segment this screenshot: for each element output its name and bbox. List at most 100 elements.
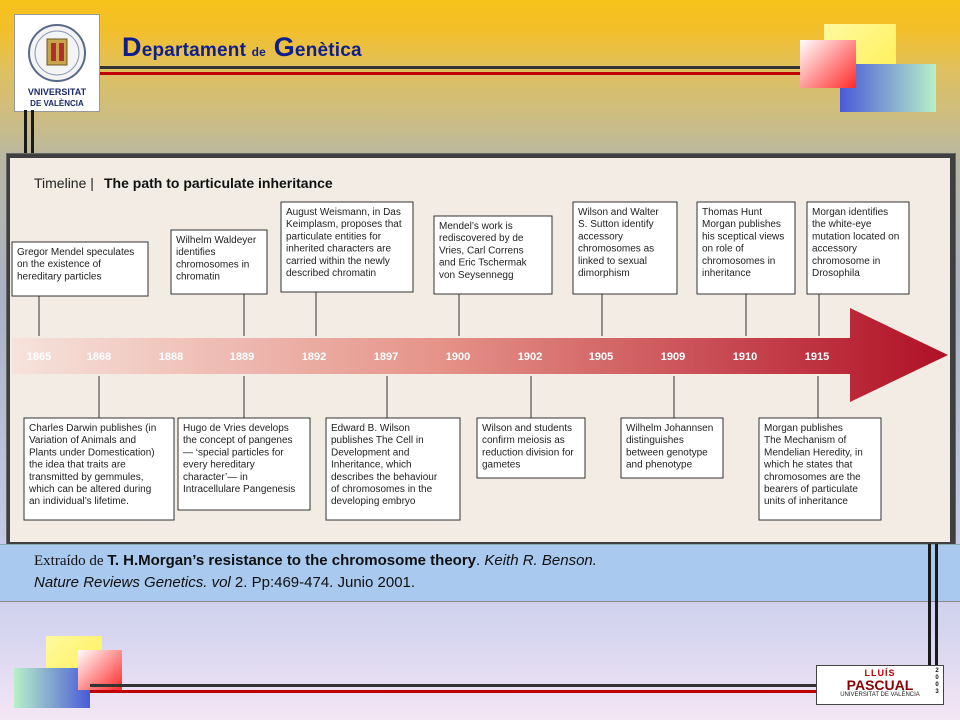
year-label: 1915 — [805, 351, 829, 363]
bottom-event-text: reduction division for — [482, 447, 574, 458]
top-event-text: particulate entities for — [286, 231, 382, 242]
timeline-diagram: Timeline | The path to particulate inher… — [11, 175, 948, 521]
year-label: 1888 — [159, 351, 183, 363]
top-event-text: rediscovered by de — [439, 233, 524, 244]
top-event-text: mutation located on — [812, 231, 899, 242]
top-event-text: Drosophila — [812, 268, 860, 279]
footer-rule-red — [90, 690, 818, 693]
bottom-event-text: which he states that — [763, 460, 853, 471]
top-event-text: Mendel’s work is — [439, 221, 513, 232]
top-event-box — [433, 215, 553, 295]
bottom-event-text: bearers of particulate — [764, 484, 858, 495]
decor-square-blue — [14, 668, 90, 708]
decor-vline — [31, 110, 34, 158]
university-logo: VNIVERSITAT DE VALÈNCIA — [14, 14, 100, 112]
bottom-event-text: the idea that traits are — [29, 460, 126, 471]
top-event-box — [572, 201, 678, 295]
bottom-event-text: Inheritance, which — [331, 460, 412, 471]
top-event-text: linked to sexual — [578, 256, 647, 267]
bottom-event-text: transmitted by gemmules, — [29, 472, 144, 483]
bottom-event-text: Edward B. Wilson — [331, 423, 410, 434]
decor-square-blue — [840, 64, 936, 112]
year-label: 1900 — [446, 351, 470, 363]
top-event-text: Morgan publishes — [702, 219, 781, 230]
bottom-event-text: gametes — [482, 460, 520, 471]
top-event-text: inheritance — [702, 268, 751, 279]
year-label: 1892 — [302, 351, 326, 363]
top-event-box — [696, 201, 796, 295]
decor-vline — [935, 544, 938, 666]
bottom-event-text: confirm meiosis as — [482, 435, 565, 446]
bottom-event-text: publishes The Cell in — [331, 435, 424, 446]
logo-line2: DE VALÈNCIA — [30, 99, 84, 108]
year-label: 1909 — [661, 351, 685, 363]
bottom-event-text: The Mechanism of — [764, 435, 846, 446]
top-event-text: on the existence of — [17, 259, 101, 270]
bottom-event-text: Plants under Domestication) — [29, 447, 155, 458]
bottom-event-box — [325, 417, 461, 521]
bottom-event-text: which can be altered during — [28, 484, 151, 495]
top-event-text: Gregor Mendel speculates — [17, 247, 134, 258]
top-event-text: Vries, Carl Correns — [439, 245, 524, 256]
university-seal-icon: VNIVERSITAT DE VALÈNCIA — [28, 24, 87, 108]
caption-band — [0, 544, 960, 602]
top-event-text: S. Sutton identify — [578, 219, 654, 230]
top-event-text: chromosomes as — [578, 244, 654, 255]
timeline-arrow — [12, 308, 948, 402]
top-event-text: accessory — [578, 231, 623, 242]
bottom-event-text: chromosomes are the — [764, 472, 861, 483]
top-event-box — [280, 201, 414, 293]
top-event-text: dimorphism — [578, 268, 630, 279]
timeline-title: The path to particulate inheritance — [104, 175, 333, 191]
year-label: 1865 — [27, 351, 51, 363]
bottom-event-text: Charles Darwin publishes (in — [29, 423, 156, 434]
bottom-event-text: Hugo de Vries develops — [183, 423, 289, 434]
top-event-text: inherited characters are — [286, 244, 391, 255]
decor-square-red — [800, 40, 856, 88]
top-event-text: his sceptical views — [702, 231, 784, 242]
top-event-text: accessory — [812, 244, 857, 255]
bottom-event-text: and phenotype — [626, 460, 693, 471]
top-event-text: described chromatin — [286, 268, 376, 279]
top-event-text: on role of — [702, 244, 744, 255]
top-event-text: Wilson and Walter — [578, 207, 659, 218]
timeline-figure: Timeline | The path to particulate inher… — [10, 158, 950, 542]
footer-rule-black — [90, 684, 818, 687]
bottom-event-text: distinguishes — [626, 435, 684, 446]
year-label: 1905 — [589, 351, 613, 363]
bottom-event-box — [23, 417, 175, 521]
timeline-title-prefix: Timeline | — [34, 175, 94, 191]
top-event-text: August Weismann, in Das — [286, 207, 401, 218]
bottom-event-box — [177, 417, 311, 511]
bottom-event-text: Mendelian Heredity, in — [764, 447, 863, 458]
top-event-text: chromosomes in — [702, 256, 775, 267]
header-rule-black — [100, 66, 820, 69]
bottom-event-box — [758, 417, 882, 521]
top-event-box — [806, 201, 910, 295]
bottom-event-text: Variation of Animals and — [29, 435, 136, 446]
top-event-text: chromosome in — [812, 256, 880, 267]
year-label: 1902 — [518, 351, 542, 363]
bottom-event-text: the concept of pangenes — [183, 435, 293, 446]
top-event-text: the white-eye — [812, 219, 872, 230]
bottom-event-text: Wilhelm Johannsen — [626, 423, 713, 434]
bottom-event-text: of chromosomes in the — [331, 484, 433, 495]
top-event-text: chromatin — [176, 272, 220, 283]
top-event-text: Wilhelm Waldeyer — [176, 235, 257, 246]
top-event-text: Morgan identifies — [812, 207, 888, 218]
bottom-event-text: Morgan publishes — [764, 423, 843, 434]
department-title: Departament de Genètica — [122, 32, 362, 62]
bottom-event-text: an individual’s lifetime. — [29, 496, 129, 507]
bottom-event-text: describes the behaviour — [331, 472, 438, 483]
top-event-box — [11, 241, 149, 297]
bottom-event-text: Development and — [331, 447, 409, 458]
year-label: 1889 — [230, 351, 254, 363]
top-event-text: von Seysennegg — [439, 270, 514, 281]
bottom-event-text: developing embryo — [331, 496, 416, 507]
decor-square-red — [78, 650, 122, 690]
